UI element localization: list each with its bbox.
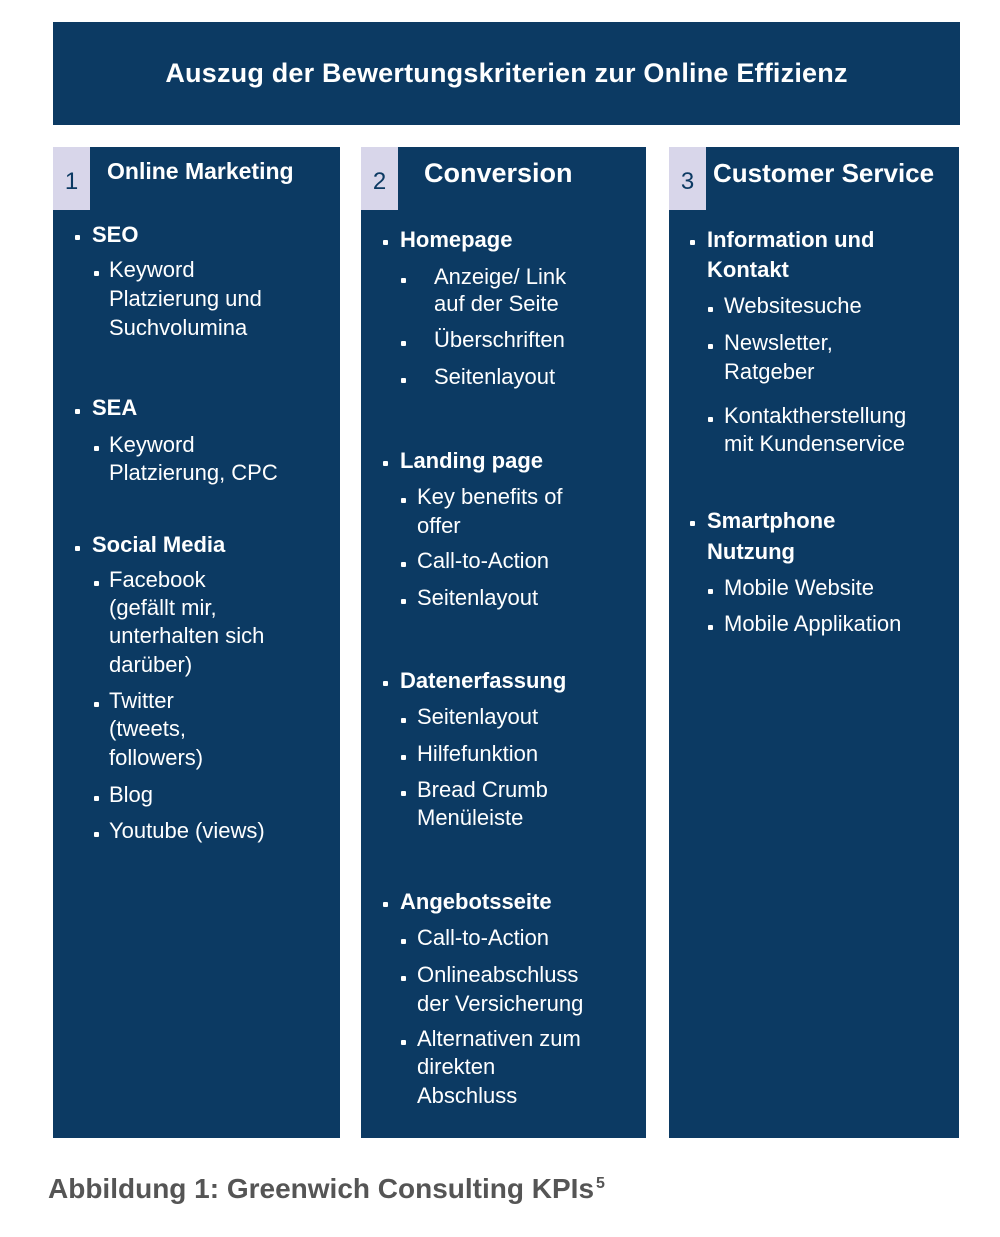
list-item-line: auf der Seite bbox=[434, 291, 559, 316]
list-item-line: direkten bbox=[417, 1054, 496, 1079]
list-item-line: offer bbox=[417, 513, 461, 538]
list-item-line: unterhalten sich bbox=[109, 623, 265, 648]
bullet bbox=[383, 461, 388, 466]
bullet bbox=[690, 240, 695, 245]
bullet bbox=[401, 1040, 406, 1045]
bullet bbox=[401, 378, 406, 383]
list-item-line: Key benefits of bbox=[417, 484, 563, 509]
list-item-line: (gefällt mir, bbox=[109, 595, 217, 620]
list-item-line: Anzeige/ Link bbox=[434, 264, 567, 289]
bullet bbox=[708, 307, 713, 312]
bullet bbox=[708, 344, 713, 349]
bullet bbox=[401, 755, 406, 760]
bullet bbox=[94, 832, 99, 837]
column-title: Conversion bbox=[424, 158, 573, 188]
section-heading: Datenerfassung bbox=[400, 668, 567, 693]
list-item-line: Abschluss bbox=[417, 1083, 518, 1108]
section-heading: Nutzung bbox=[707, 539, 795, 564]
bullet bbox=[401, 562, 406, 567]
list-item-line: Keyword bbox=[109, 257, 195, 282]
footnote-marker: 5 bbox=[596, 1174, 605, 1192]
list-item-line: Call-to-Action bbox=[417, 548, 550, 573]
list-item-line: Newsletter, bbox=[724, 330, 833, 355]
section-heading: Landing page bbox=[400, 448, 543, 473]
column-number-badge: 3 bbox=[669, 147, 706, 210]
column-customer-service: 3 Customer Service Information und Konta… bbox=[669, 147, 959, 1138]
bullet bbox=[690, 521, 695, 526]
bullet bbox=[401, 791, 406, 796]
bullet bbox=[75, 235, 80, 240]
bullet bbox=[94, 271, 99, 276]
section-heading: Smartphone bbox=[707, 508, 836, 533]
column-title: Customer Service bbox=[713, 158, 935, 188]
bullet bbox=[401, 278, 406, 283]
column-number-badge: 1 bbox=[53, 147, 90, 210]
section-heading: Social Media bbox=[92, 532, 226, 557]
list-item-line: Platzierung und bbox=[109, 286, 262, 311]
list-item-line: darüber) bbox=[109, 652, 193, 677]
bullet bbox=[94, 446, 99, 451]
bullet bbox=[383, 681, 388, 686]
bullet bbox=[708, 625, 713, 630]
column-conversion: 2 Conversion Homepage Anzeige/ Link auf … bbox=[361, 147, 646, 1138]
diagram-header: Auszug der Bewertungskriterien zur Onlin… bbox=[53, 22, 960, 125]
bullet bbox=[708, 589, 713, 594]
bullet bbox=[401, 498, 406, 503]
list-item-line: mit Kundenservice bbox=[724, 431, 905, 456]
list-item-line: Mobile Website bbox=[724, 575, 874, 600]
list-item-line: Facebook bbox=[109, 567, 206, 592]
bullet bbox=[401, 976, 406, 981]
section-heading: Angebotsseite bbox=[400, 889, 552, 914]
column-number-badge: 2 bbox=[361, 147, 398, 210]
bullet bbox=[94, 702, 99, 707]
column-title: Online Marketing bbox=[107, 158, 294, 184]
list-item-line: Seitenlayout bbox=[417, 704, 539, 729]
section-heading: SEA bbox=[92, 395, 138, 420]
bullet bbox=[75, 546, 80, 551]
bullet bbox=[75, 409, 80, 414]
bullet bbox=[401, 718, 406, 723]
list-item-line: (tweets, bbox=[109, 716, 187, 741]
bullet bbox=[383, 240, 388, 245]
list-item-line: Blog bbox=[109, 782, 154, 807]
list-item-line: Seitenlayout bbox=[417, 585, 539, 610]
section-heading: Information und bbox=[707, 227, 875, 252]
list-item-line: Hilfefunktion bbox=[417, 741, 539, 766]
list-item-line: Mobile Applikation bbox=[724, 611, 902, 636]
bullet bbox=[94, 796, 99, 801]
list-item-line: Seitenlayout bbox=[434, 364, 556, 389]
list-item-line: Bread Crumb bbox=[417, 777, 548, 802]
bullet bbox=[401, 341, 406, 346]
list-item-line: Youtube (views) bbox=[109, 818, 265, 843]
list-item-line: Menüleiste bbox=[417, 805, 524, 830]
bullet bbox=[401, 939, 406, 944]
caption-text: Abbildung 1: Greenwich Consulting KPIs bbox=[48, 1173, 595, 1204]
diagram-title: Auszug der Bewertungskriterien zur Onlin… bbox=[165, 58, 848, 88]
bullet bbox=[708, 417, 713, 422]
section-heading: SEO bbox=[92, 222, 139, 247]
list-item-line: Call-to-Action bbox=[417, 925, 550, 950]
list-item-line: followers) bbox=[109, 745, 204, 770]
list-item-line: Keyword bbox=[109, 432, 195, 457]
bullet bbox=[401, 599, 406, 604]
list-item-line: Alternativen zum bbox=[417, 1026, 581, 1051]
column-online-marketing: 1 Online Marketing SEO Keyword Platzieru… bbox=[53, 147, 340, 1138]
list-item-line: Kontaktherstellung bbox=[724, 403, 907, 428]
list-item-line: Onlineabschluss bbox=[417, 962, 579, 987]
list-item-line: Platzierung, CPC bbox=[109, 460, 278, 485]
section-heading: Kontakt bbox=[707, 257, 789, 282]
list-item-line: Suchvolumina bbox=[109, 315, 248, 340]
list-item-line: der Versicherung bbox=[417, 991, 584, 1016]
bullet bbox=[94, 581, 99, 586]
list-item-line: Ratgeber bbox=[724, 359, 815, 384]
bullet bbox=[383, 902, 388, 907]
section-heading: Homepage bbox=[400, 227, 513, 252]
list-item-line: Überschriften bbox=[434, 327, 565, 352]
list-item-line: Twitter bbox=[109, 688, 174, 713]
list-item-line: Websitesuche bbox=[724, 293, 862, 318]
